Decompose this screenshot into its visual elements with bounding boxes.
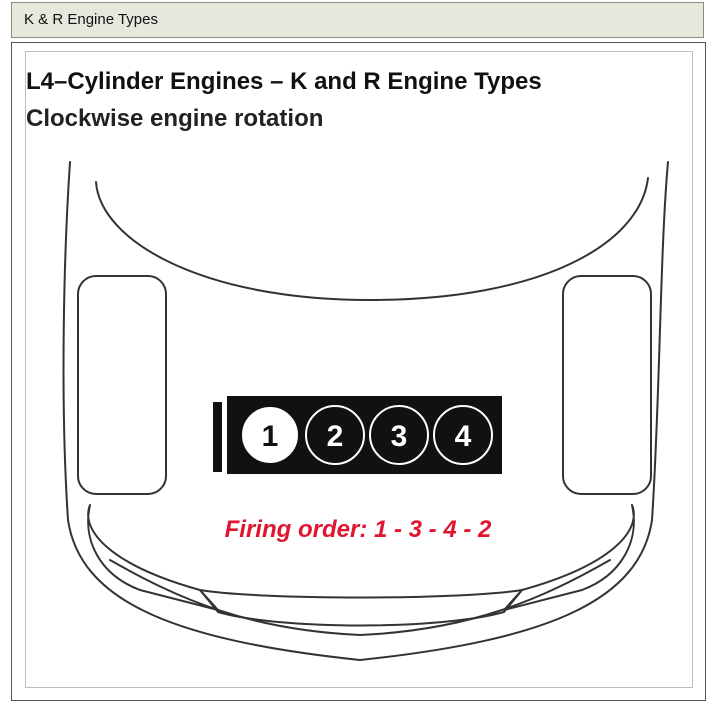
diagram-frame [25, 51, 693, 688]
cylinder-3-label: 3 [391, 420, 408, 453]
cylinder-1 [240, 405, 300, 465]
header-title: K & R Engine Types [24, 11, 158, 28]
cylinder-2-label: 2 [327, 420, 344, 453]
bumper-lower-line [109, 559, 611, 636]
diagram-panel [11, 42, 706, 701]
cylinder-4 [433, 405, 493, 465]
front-grille [199, 589, 523, 627]
cylinder-1-label: 1 [262, 420, 279, 453]
engine-notches [222, 414, 227, 458]
cylinder-3 [369, 405, 429, 465]
front-bumper-outer-right [503, 504, 635, 611]
diagram-subtitle: Clockwise engine rotation [26, 105, 324, 132]
left-fender-panel [77, 275, 167, 495]
diagram-title: L4–Cylinder Engines – K and R Engine Typ… [26, 68, 542, 95]
front-bumper-outer [87, 504, 219, 611]
firing-order-label: Firing order: 1 - 3 - 4 - 2 [225, 516, 492, 543]
cylinder-4-label: 4 [455, 420, 472, 453]
engine-front-plate [213, 402, 222, 472]
engine-block: 1 2 3 4 [213, 396, 502, 474]
cylinder-2 [305, 405, 365, 465]
hood-outline [62, 161, 669, 661]
page-header: K & R Engine Types [11, 2, 704, 38]
hood-inner-line [95, 177, 649, 301]
right-fender-panel [562, 275, 652, 495]
